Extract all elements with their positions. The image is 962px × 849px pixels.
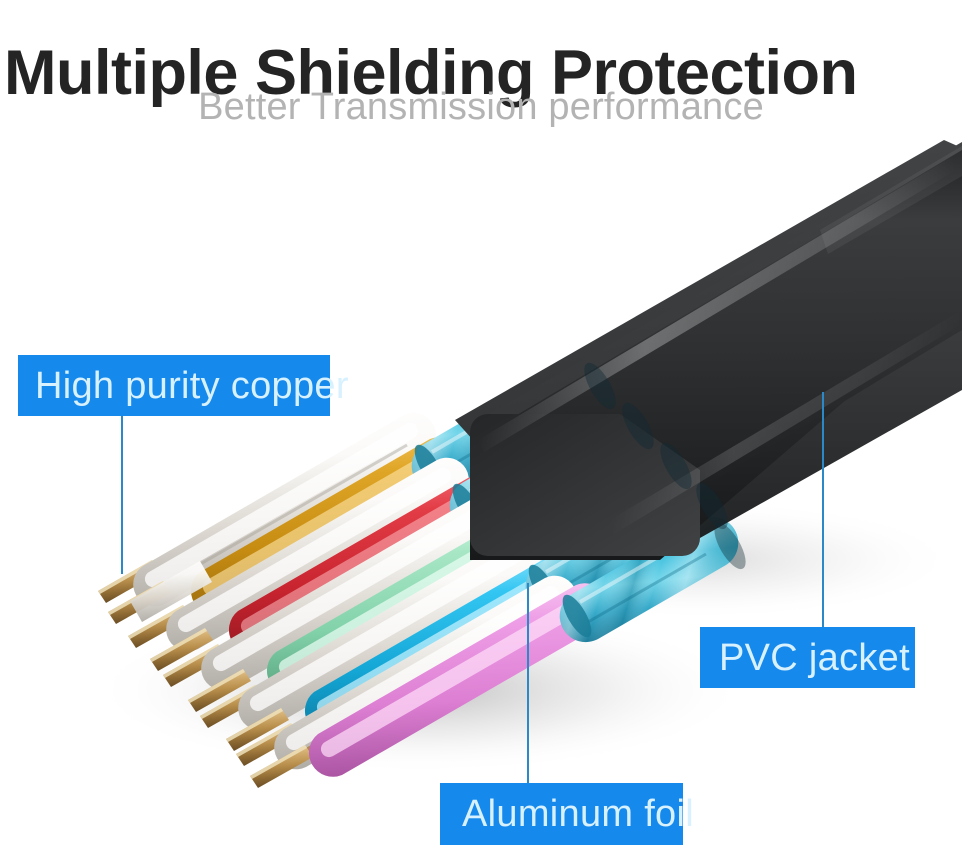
leader-line-high-purity-copper [121,412,123,574]
callout-label-pvc-jacket: PVC jacket [719,636,910,679]
pvc-jacket [455,140,962,560]
callout-label-high-purity-copper: High purity copper [35,364,349,407]
callout-badge-pvc-jacket[interactable]: PVC jacket [700,627,915,688]
callout-badge-high-purity-copper[interactable]: High purity copper [18,355,348,416]
callout-badge-aluminum-foil[interactable]: Aluminum foil [440,783,694,845]
leader-line-aluminum-foil [527,583,529,786]
leader-line-pvc-jacket [822,392,824,630]
conductor-tip [188,669,251,712]
wire-insulation-pink [308,583,610,777]
wire-insulation-white [238,536,541,731]
foil-mouth-shadows [584,362,746,570]
conductor-tip [150,628,213,671]
conductor-tip [226,708,289,751]
wire-insulation-white [166,457,469,652]
conductor-tip [250,745,313,788]
page-subtitle: Better Transmission performance [198,86,764,128]
wire-insulation-white [201,496,504,691]
wire-insulation-white [130,561,212,622]
callout-label-aluminum-foil: Aluminum foil [462,793,694,835]
page-title: Multiple Shielding Protection [4,38,858,109]
wire-pair-5 [236,516,739,788]
